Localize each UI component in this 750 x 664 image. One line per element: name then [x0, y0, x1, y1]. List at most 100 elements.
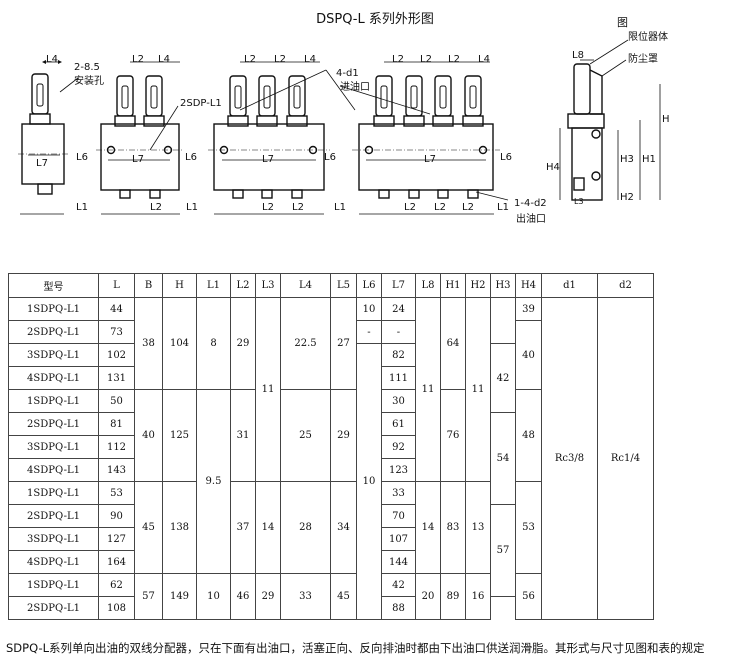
table-cell: H1 [440, 273, 466, 298]
dimension-label: L6 [324, 152, 336, 163]
table-cell: 102 [98, 343, 135, 367]
table-cell: 92 [381, 435, 416, 459]
table-cell: 144 [381, 550, 416, 574]
table-cell: 83 [440, 481, 466, 574]
table-cell: 34 [330, 481, 357, 574]
table-cell: 1SDPQ-L1 [8, 481, 99, 505]
table-cell: 10 [356, 297, 382, 321]
dimension-label: H1 [642, 154, 656, 165]
table-cell: 64 [440, 297, 466, 390]
table-cell: 112 [98, 435, 135, 459]
dimension-label: 1-4-d2 [514, 198, 547, 209]
dimension-label: 出油口 [516, 212, 546, 225]
dimension-label: L2 [434, 202, 446, 213]
dimension-label: L6 [500, 152, 512, 163]
table-cell: 2SDPQ-L1 [8, 596, 99, 620]
dimension-label: L2 [420, 54, 432, 65]
table-cell: 143 [98, 458, 135, 482]
dimension-label: 限位器体 [628, 30, 668, 43]
dimension-label: L7 [424, 154, 436, 165]
table-cell: 33 [280, 573, 331, 620]
table-cell: 123 [381, 458, 416, 482]
table-cell: 24 [381, 297, 416, 321]
table-cell: 30 [381, 389, 416, 413]
table-cell: 9.5 [196, 389, 231, 574]
table-cell: 28 [280, 481, 331, 574]
dimension-label: H4 [546, 162, 560, 173]
dimension-label: H3 [620, 154, 634, 165]
table-cell: L2 [230, 273, 256, 298]
dimension-label: L2 [404, 202, 416, 213]
table-cell: 4SDPQ-L1 [8, 366, 99, 390]
table-cell: 53 [98, 481, 135, 505]
dimension-label: L2 [244, 54, 256, 65]
dimension-label: H2 [620, 192, 634, 203]
table-cell: 10 [196, 573, 231, 620]
table-cell: 44 [98, 297, 135, 321]
table-cell: 107 [381, 527, 416, 551]
table-cell: 2SDPQ-L1 [8, 320, 99, 344]
table-cell: 131 [98, 366, 135, 390]
dimension-label: L2 [132, 54, 144, 65]
dimension-label: 2SDP-L1 [180, 98, 222, 109]
dimension-label: L2 [150, 202, 162, 213]
dimension-label: L2 [292, 202, 304, 213]
table-cell: 53 [515, 481, 542, 574]
table-cell: 61 [381, 412, 416, 436]
table-cell: 57 [134, 573, 163, 620]
dimension-label: L4 [158, 54, 170, 65]
fig-label: 图 [617, 16, 628, 29]
dimension-label: L7 [132, 154, 144, 165]
dimension-label: L7 [262, 154, 274, 165]
table-cell: 11 [415, 297, 441, 482]
dimension-label: L1 [497, 202, 509, 213]
table-cell: 8 [196, 297, 231, 390]
table-cell: 56 [515, 573, 542, 620]
table-cell: 88 [381, 596, 416, 620]
table-cell: 90 [98, 504, 135, 528]
table-cell: 27 [330, 297, 357, 390]
dimension-label: H [662, 114, 670, 125]
table-cell: 127 [98, 527, 135, 551]
table-cell: 11 [255, 297, 281, 482]
table-cell: 46 [230, 573, 256, 620]
table-cell: d2 [597, 273, 654, 298]
table-cell: 45 [134, 481, 163, 574]
table-cell: 1SDPQ-L1 [8, 297, 99, 321]
table-cell: 45 [330, 573, 357, 620]
table-cell: Rc1/4 [597, 297, 654, 620]
table-cell: 125 [162, 389, 197, 482]
table-cell: 4SDPQ-L1 [8, 550, 99, 574]
table-cell: 14 [415, 481, 441, 574]
table-cell: 111 [381, 366, 416, 390]
dimension-label: L2 [448, 54, 460, 65]
table-cell: 42 [381, 573, 416, 597]
table-cell: 62 [98, 573, 135, 597]
table-cell: L [98, 273, 135, 298]
table-cell: 48 [515, 389, 542, 482]
table-cell: 22.5 [280, 297, 331, 390]
dimension-label: L7 [36, 158, 48, 169]
table-cell [490, 297, 516, 344]
table-cell: 81 [98, 412, 135, 436]
table-cell: Rc3/8 [541, 297, 598, 620]
description-note: SDPQ-L系列单向出油的双线分配器，只在下面有出油口，活塞正向、反向排油时都由… [6, 641, 705, 655]
table-cell: 108 [98, 596, 135, 620]
dimension-label: L1 [334, 202, 346, 213]
dimension-label: 进油口 [340, 80, 370, 93]
table-cell: L7 [381, 273, 416, 298]
table-cell: 40 [515, 320, 542, 390]
table-cell: 1SDPQ-L1 [8, 389, 99, 413]
outline-drawing: 图 L4 2-8.5 安装孔 L7 L6 L1 L2 L4 L7 L6 2SDP… [18, 16, 670, 225]
table-cell: 10 [356, 343, 382, 620]
table-cell: 4SDPQ-L1 [8, 458, 99, 482]
table-cell: 25 [280, 389, 331, 482]
